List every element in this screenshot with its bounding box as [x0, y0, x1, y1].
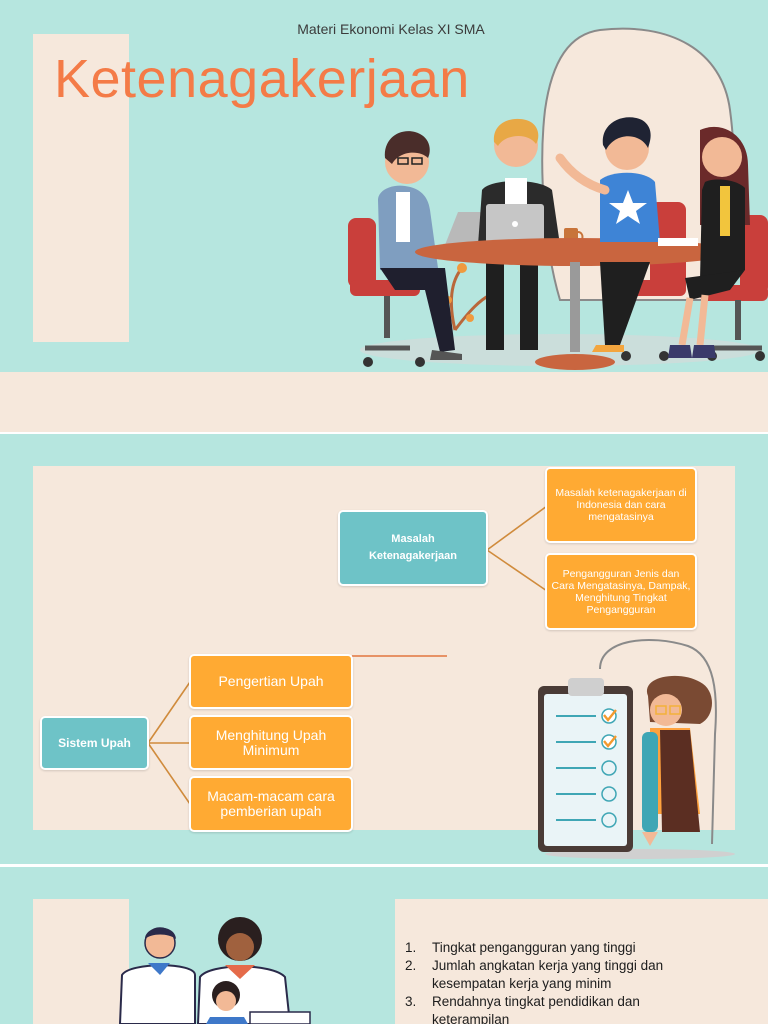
check-icon — [601, 708, 617, 724]
node-label: Masalah Ketenagakerjaan — [368, 533, 458, 562]
beige-panel-left — [33, 34, 129, 342]
person-woman — [658, 126, 750, 358]
slide-subtitle: Materi Ekonomi Kelas XI SMA — [297, 21, 485, 37]
list-number: 1. — [405, 940, 417, 955]
node-label: Menghitung Upah Minimum — [215, 726, 327, 758]
masalah-ketenagakerjaan-node: Masalah Ketenagakerjaan — [338, 510, 488, 586]
slide-title: Ketenagakerjaan — [54, 49, 470, 109]
node-label: Pengangguran Jenis dan Cara Mengatasinya… — [551, 567, 691, 616]
list-text: Jumlah angkatan kerja yang tinggi dan ke… — [432, 958, 664, 991]
problems-list: 1. Tingkat pengangguran yang tinggi 2. J… — [405, 939, 705, 1024]
mindmap-slide: Masalah Ketenagakerjaan Masalah ketenaga… — [0, 434, 768, 864]
title-slide: Materi Ekonomi Kelas XI SMA Ketenagakerj… — [0, 0, 768, 432]
masalah-child-node: Masalah ketenagakerjaan di Indonesia dan… — [545, 467, 697, 543]
connector-lines — [147, 505, 735, 859]
problems-slide: 1. Tingkat pengangguran yang tinggi 2. J… — [0, 867, 768, 1024]
node-label: Pengertian Upah — [218, 673, 324, 689]
beige-panel-right — [395, 899, 768, 1024]
list-text: Rendahnya tingkat pendidikan dan keteram… — [432, 994, 640, 1024]
people-illustration — [118, 917, 311, 1024]
check-icon — [601, 734, 617, 750]
checklist-illustration — [538, 639, 735, 859]
pengangguran-node: Pengangguran Jenis dan Cara Mengatasinya… — [545, 553, 697, 630]
meeting-illustration — [348, 27, 768, 370]
person-child — [206, 981, 311, 1024]
list-item: 2. Jumlah angkatan kerja yang tinggi dan… — [405, 957, 705, 993]
unchecked-circle-icon — [601, 812, 617, 828]
list-item: 1. Tingkat pengangguran yang tinggi — [405, 939, 705, 957]
laptop-icon — [486, 204, 544, 244]
menghitung-upah-node: Menghitung Upah Minimum — [189, 715, 353, 770]
node-label: Masalah ketenagakerjaan di Indonesia dan… — [555, 487, 687, 523]
node-label: Sistem Upah — [58, 735, 131, 750]
macam-upah-node: Macam-macam cara pemberian upah — [189, 776, 353, 832]
list-number: 2. — [405, 958, 417, 973]
person-man — [118, 927, 196, 1024]
list-text: Tingkat pengangguran yang tinggi — [432, 940, 636, 955]
beige-panel-left — [33, 899, 129, 1024]
list-item: 3. Rendahnya tingkat pendidikan dan kete… — [405, 993, 705, 1024]
beige-footer-band — [0, 372, 768, 432]
meeting-table — [415, 238, 735, 370]
person-star-shirt — [555, 117, 660, 352]
node-label: Macam-macam cara pemberian upah — [207, 788, 335, 819]
list-number: 3. — [405, 994, 417, 1009]
unchecked-circle-icon — [601, 786, 617, 802]
sistem-upah-node: Sistem Upah — [40, 716, 149, 770]
pengertian-upah-node: Pengertian Upah — [189, 654, 353, 709]
person-woman-curly — [196, 917, 292, 1024]
unchecked-circle-icon — [601, 760, 617, 776]
